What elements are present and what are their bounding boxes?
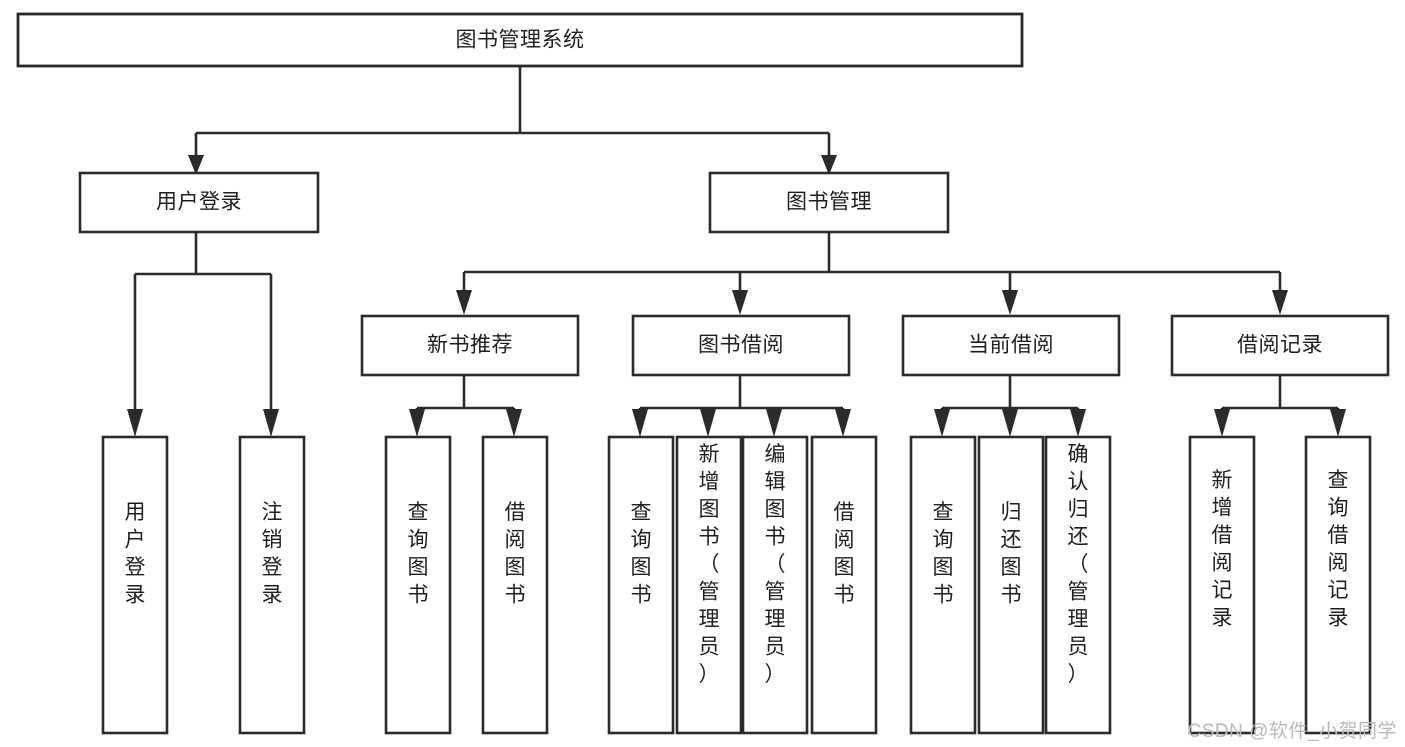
node-leaf-borrow-book-1[interactable]: 借阅图书: [481, 435, 549, 735]
node-leaf-borrow-book-2[interactable]: 借阅图书: [810, 435, 878, 735]
node-leaf-confirm-return-box[interactable]: [1044, 435, 1112, 735]
node-leaf-add-record[interactable]: 新增借阅记录: [1188, 435, 1256, 735]
connector-group-new-book-recommend: [409, 375, 522, 437]
node-borrow-records[interactable]: 借阅记录: [1170, 314, 1390, 377]
node-new-book-recommend-box[interactable]: [360, 314, 580, 377]
arrow-to-borrow-records: [1272, 290, 1288, 315]
node-leaf-query-book-3-box[interactable]: [909, 435, 977, 735]
connector-group-user-login: [127, 232, 279, 437]
node-root-label: 图书管理系统: [456, 29, 585, 52]
node-leaf-user-logout[interactable]: 注销登录: [238, 435, 306, 735]
node-book-management-box[interactable]: [708, 171, 950, 234]
arrow-to-new-book-recommend: [456, 290, 472, 315]
node-book-borrow-box[interactable]: [631, 314, 851, 377]
node-leaf-add-book-box[interactable]: [675, 435, 743, 735]
arrow-to-leaf-edit-book: [766, 409, 782, 437]
node-current-borrow[interactable]: 当前借阅: [901, 314, 1121, 377]
arrow-root-to-user-login: [188, 155, 204, 175]
node-leaf-user-login-box[interactable]: [101, 435, 169, 735]
node-user-login-label: 用户登录: [156, 191, 242, 214]
connector-group-book-management: [456, 232, 1288, 315]
node-leaf-query-record[interactable]: 查询借阅记录: [1304, 435, 1372, 735]
node-leaf-borrow-book-1-box[interactable]: [481, 435, 549, 735]
node-leaf-query-record-box[interactable]: [1304, 435, 1372, 735]
arrow-to-leaf-query-record: [1330, 409, 1346, 437]
arrow-to-current-borrow: [1002, 290, 1018, 315]
node-leaf-query-record-label: 查询借阅记录: [1328, 469, 1349, 630]
arrow-to-leaf-add-record: [1214, 409, 1230, 437]
node-leaf-user-login[interactable]: 用户登录: [101, 435, 169, 735]
node-leaf-add-book[interactable]: 新增图书（管理员）: [675, 435, 743, 735]
arrow-to-leaf-user-login: [127, 409, 143, 437]
node-book-management[interactable]: 图书管理: [708, 171, 950, 234]
node-book-borrow[interactable]: 图书借阅: [631, 314, 851, 377]
node-user-login-box[interactable]: [78, 171, 320, 234]
node-leaf-query-book-1-label: 查询图书: [408, 501, 429, 607]
node-leaf-edit-book-label: 编辑图书（管理员）: [765, 443, 786, 686]
arrow-to-leaf-borrow-book-2: [835, 409, 851, 437]
node-leaf-edit-book[interactable]: 编辑图书（管理员）: [741, 435, 809, 735]
node-leaf-borrow-book-1-label: 借阅图书: [505, 501, 526, 607]
connector-group-root: [188, 66, 837, 175]
connector-group-current-borrow: [934, 375, 1086, 437]
csdn-watermark: CSDN @软件_小贺同学: [1187, 721, 1397, 742]
node-leaf-add-record-label: 新增借阅记录: [1212, 469, 1233, 630]
node-new-book-recommend[interactable]: 新书推荐: [360, 314, 580, 377]
node-leaf-add-record-box[interactable]: [1188, 435, 1256, 735]
node-leaf-borrow-book-2-box[interactable]: [810, 435, 878, 735]
node-leaf-query-book-2-label: 查询图书: [631, 501, 652, 607]
node-leaf-user-login-label: 用户登录: [125, 501, 146, 607]
node-leaf-confirm-return-label: 确认归还（管理员）: [1068, 443, 1089, 686]
node-leaf-add-book-label: 新增图书（管理员）: [699, 443, 720, 686]
node-leaf-query-book-2-box[interactable]: [607, 435, 675, 735]
node-book-borrow-label: 图书借阅: [698, 334, 784, 357]
node-new-book-recommend-label: 新书推荐: [427, 334, 513, 357]
arrow-to-leaf-query-book-2: [632, 409, 648, 437]
connector-group-borrow-records: [1214, 375, 1346, 437]
arrow-to-leaf-query-book-1: [409, 409, 425, 437]
node-leaf-confirm-return[interactable]: 确认归还（管理员）: [1044, 435, 1112, 735]
arrow-to-leaf-borrow-book-1: [506, 409, 522, 437]
node-user-login[interactable]: 用户登录: [78, 171, 320, 234]
node-leaf-edit-book-box[interactable]: [741, 435, 809, 735]
node-current-borrow-box[interactable]: [901, 314, 1121, 377]
node-leaf-return-book-box[interactable]: [977, 435, 1045, 735]
node-leaf-query-book-1[interactable]: 查询图书: [384, 435, 452, 735]
arrow-to-leaf-return-book: [1002, 409, 1018, 437]
node-leaf-query-book-2[interactable]: 查询图书: [607, 435, 675, 735]
node-book-management-label: 图书管理: [786, 191, 872, 214]
arrow-to-leaf-confirm-return: [1070, 409, 1086, 437]
node-leaf-query-book-3[interactable]: 查询图书: [909, 435, 977, 735]
node-leaf-query-book-3-label: 查询图书: [933, 501, 954, 607]
node-leaf-user-logout-label: 注销登录: [262, 501, 283, 607]
arrow-to-leaf-user-logout: [263, 409, 279, 437]
arrow-root-to-book-management: [821, 155, 837, 175]
arrow-to-book-borrow: [732, 290, 748, 315]
node-leaf-user-logout-box[interactable]: [238, 435, 306, 735]
node-root-box[interactable]: [16, 12, 1024, 68]
node-root[interactable]: 图书管理系统: [16, 12, 1024, 68]
node-current-borrow-label: 当前借阅: [968, 334, 1054, 357]
node-leaf-return-book[interactable]: 归还图书: [977, 435, 1045, 735]
node-leaf-return-book-label: 归还图书: [1001, 501, 1022, 607]
node-borrow-records-box[interactable]: [1170, 314, 1390, 377]
node-leaf-borrow-book-2-label: 借阅图书: [834, 501, 855, 607]
arrow-to-leaf-add-book: [700, 409, 716, 437]
arrow-to-leaf-query-book-3: [934, 409, 950, 437]
node-leaf-query-book-1-box[interactable]: [384, 435, 452, 735]
connector-group-book-borrow: [632, 375, 851, 437]
node-borrow-records-label: 借阅记录: [1237, 334, 1323, 357]
